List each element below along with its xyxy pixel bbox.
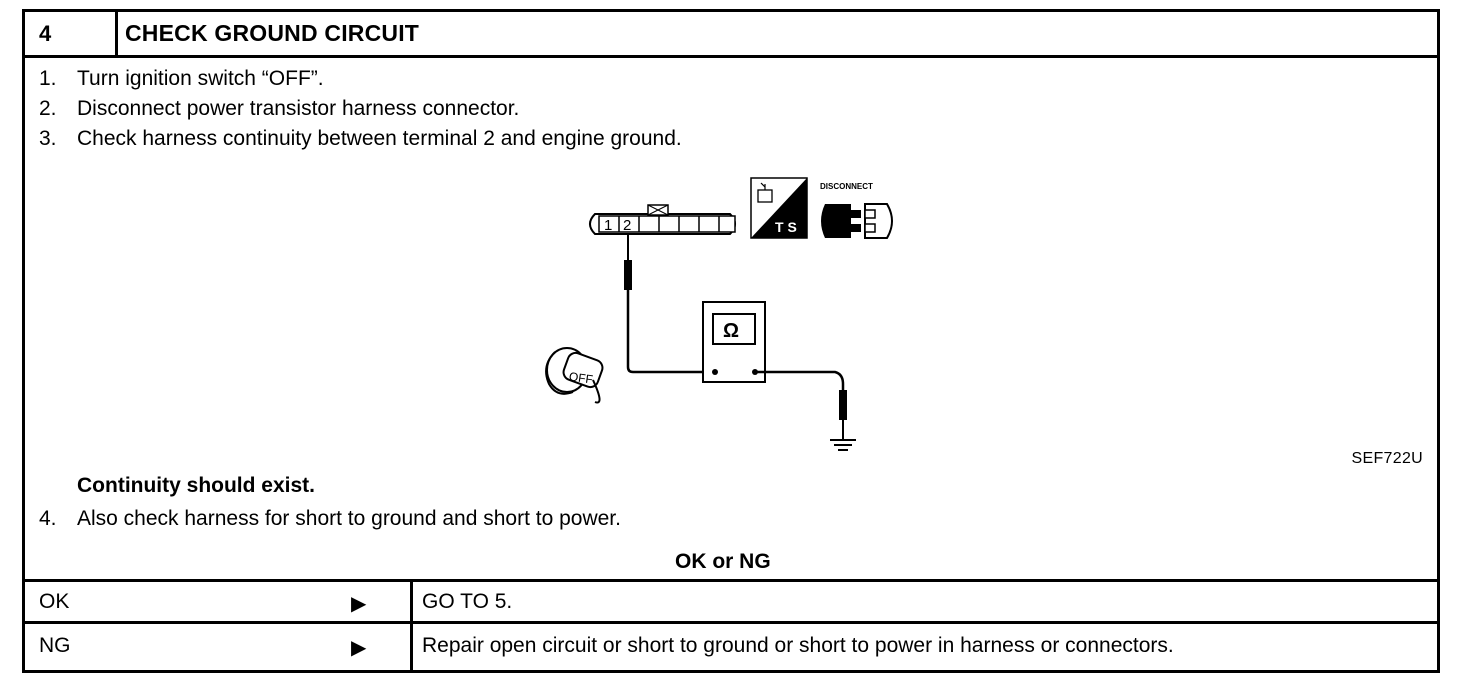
continuity-note: Continuity should exist. (77, 474, 316, 497)
instruction-3: 3. Check harness continuity between termi… (39, 126, 682, 152)
disconnect-label: DISCONNECT (820, 182, 873, 191)
result-label-ng: NG (39, 634, 71, 657)
ok-or-ng-heading: OK or NG (675, 550, 771, 573)
instruction-number: 1. (39, 67, 57, 90)
result-action-ng: Repair open circuit or short to ground o… (422, 634, 1174, 657)
ts-icon: T S (750, 177, 808, 239)
ohmmeter: Ω (702, 301, 766, 383)
ground-lead (755, 370, 847, 440)
step-header: 4 CHECK GROUND CIRCUIT (25, 12, 1437, 58)
instruction-4: 4. Also check harness for short to ground… (39, 506, 621, 532)
terminal-2-label: 2 (623, 217, 631, 234)
instruction-text: Also check harness for short to ground a… (77, 507, 621, 530)
continuity-check-diagram: 1 2 Ω (545, 177, 893, 451)
arrow-icon: ▶ (351, 593, 367, 615)
result-row-ng: NG ▶ Repair open circuit or short to gro… (25, 621, 1437, 673)
instruction-2: 2. Disconnect power transistor harness co… (39, 96, 519, 122)
result-condition-cell (25, 624, 413, 673)
result-action-ok: GO TO 5. (422, 590, 513, 613)
instruction-1: 1. Turn ignition switch “OFF”. (39, 66, 324, 92)
procedure-table: 4 CHECK GROUND CIRCUIT 1. Turn ignition s… (22, 9, 1440, 673)
figure-id: SEF722U (1351, 450, 1423, 467)
arrow-icon: ▶ (351, 637, 367, 659)
ignition-key-icon: OFF (545, 347, 604, 404)
harness-connector: 1 2 (589, 204, 736, 235)
ground-symbol (830, 439, 856, 451)
result-condition-cell (25, 582, 413, 621)
instruction-text: Check harness continuity between termina… (77, 127, 682, 150)
instruction-number: 4. (39, 507, 57, 530)
instruction-number: 3. (39, 127, 57, 150)
terminal-1-label: 1 (604, 217, 612, 234)
instruction-number: 2. (39, 97, 57, 120)
ts-label: T S (775, 219, 797, 235)
probe-lead (624, 234, 715, 374)
step-title: CHECK GROUND CIRCUIT (125, 20, 420, 46)
step-number: 4 (25, 12, 118, 55)
key-off-label: OFF (568, 369, 594, 386)
instruction-text: Disconnect power transistor harness conn… (77, 97, 520, 120)
ohm-symbol: Ω (723, 320, 739, 342)
result-row-ok: OK ▶ GO TO 5. (25, 579, 1437, 621)
result-label-ok: OK (39, 590, 70, 613)
instruction-text: Turn ignition switch “OFF”. (77, 67, 324, 90)
disconnect-icon: DISCONNECT (820, 182, 893, 239)
